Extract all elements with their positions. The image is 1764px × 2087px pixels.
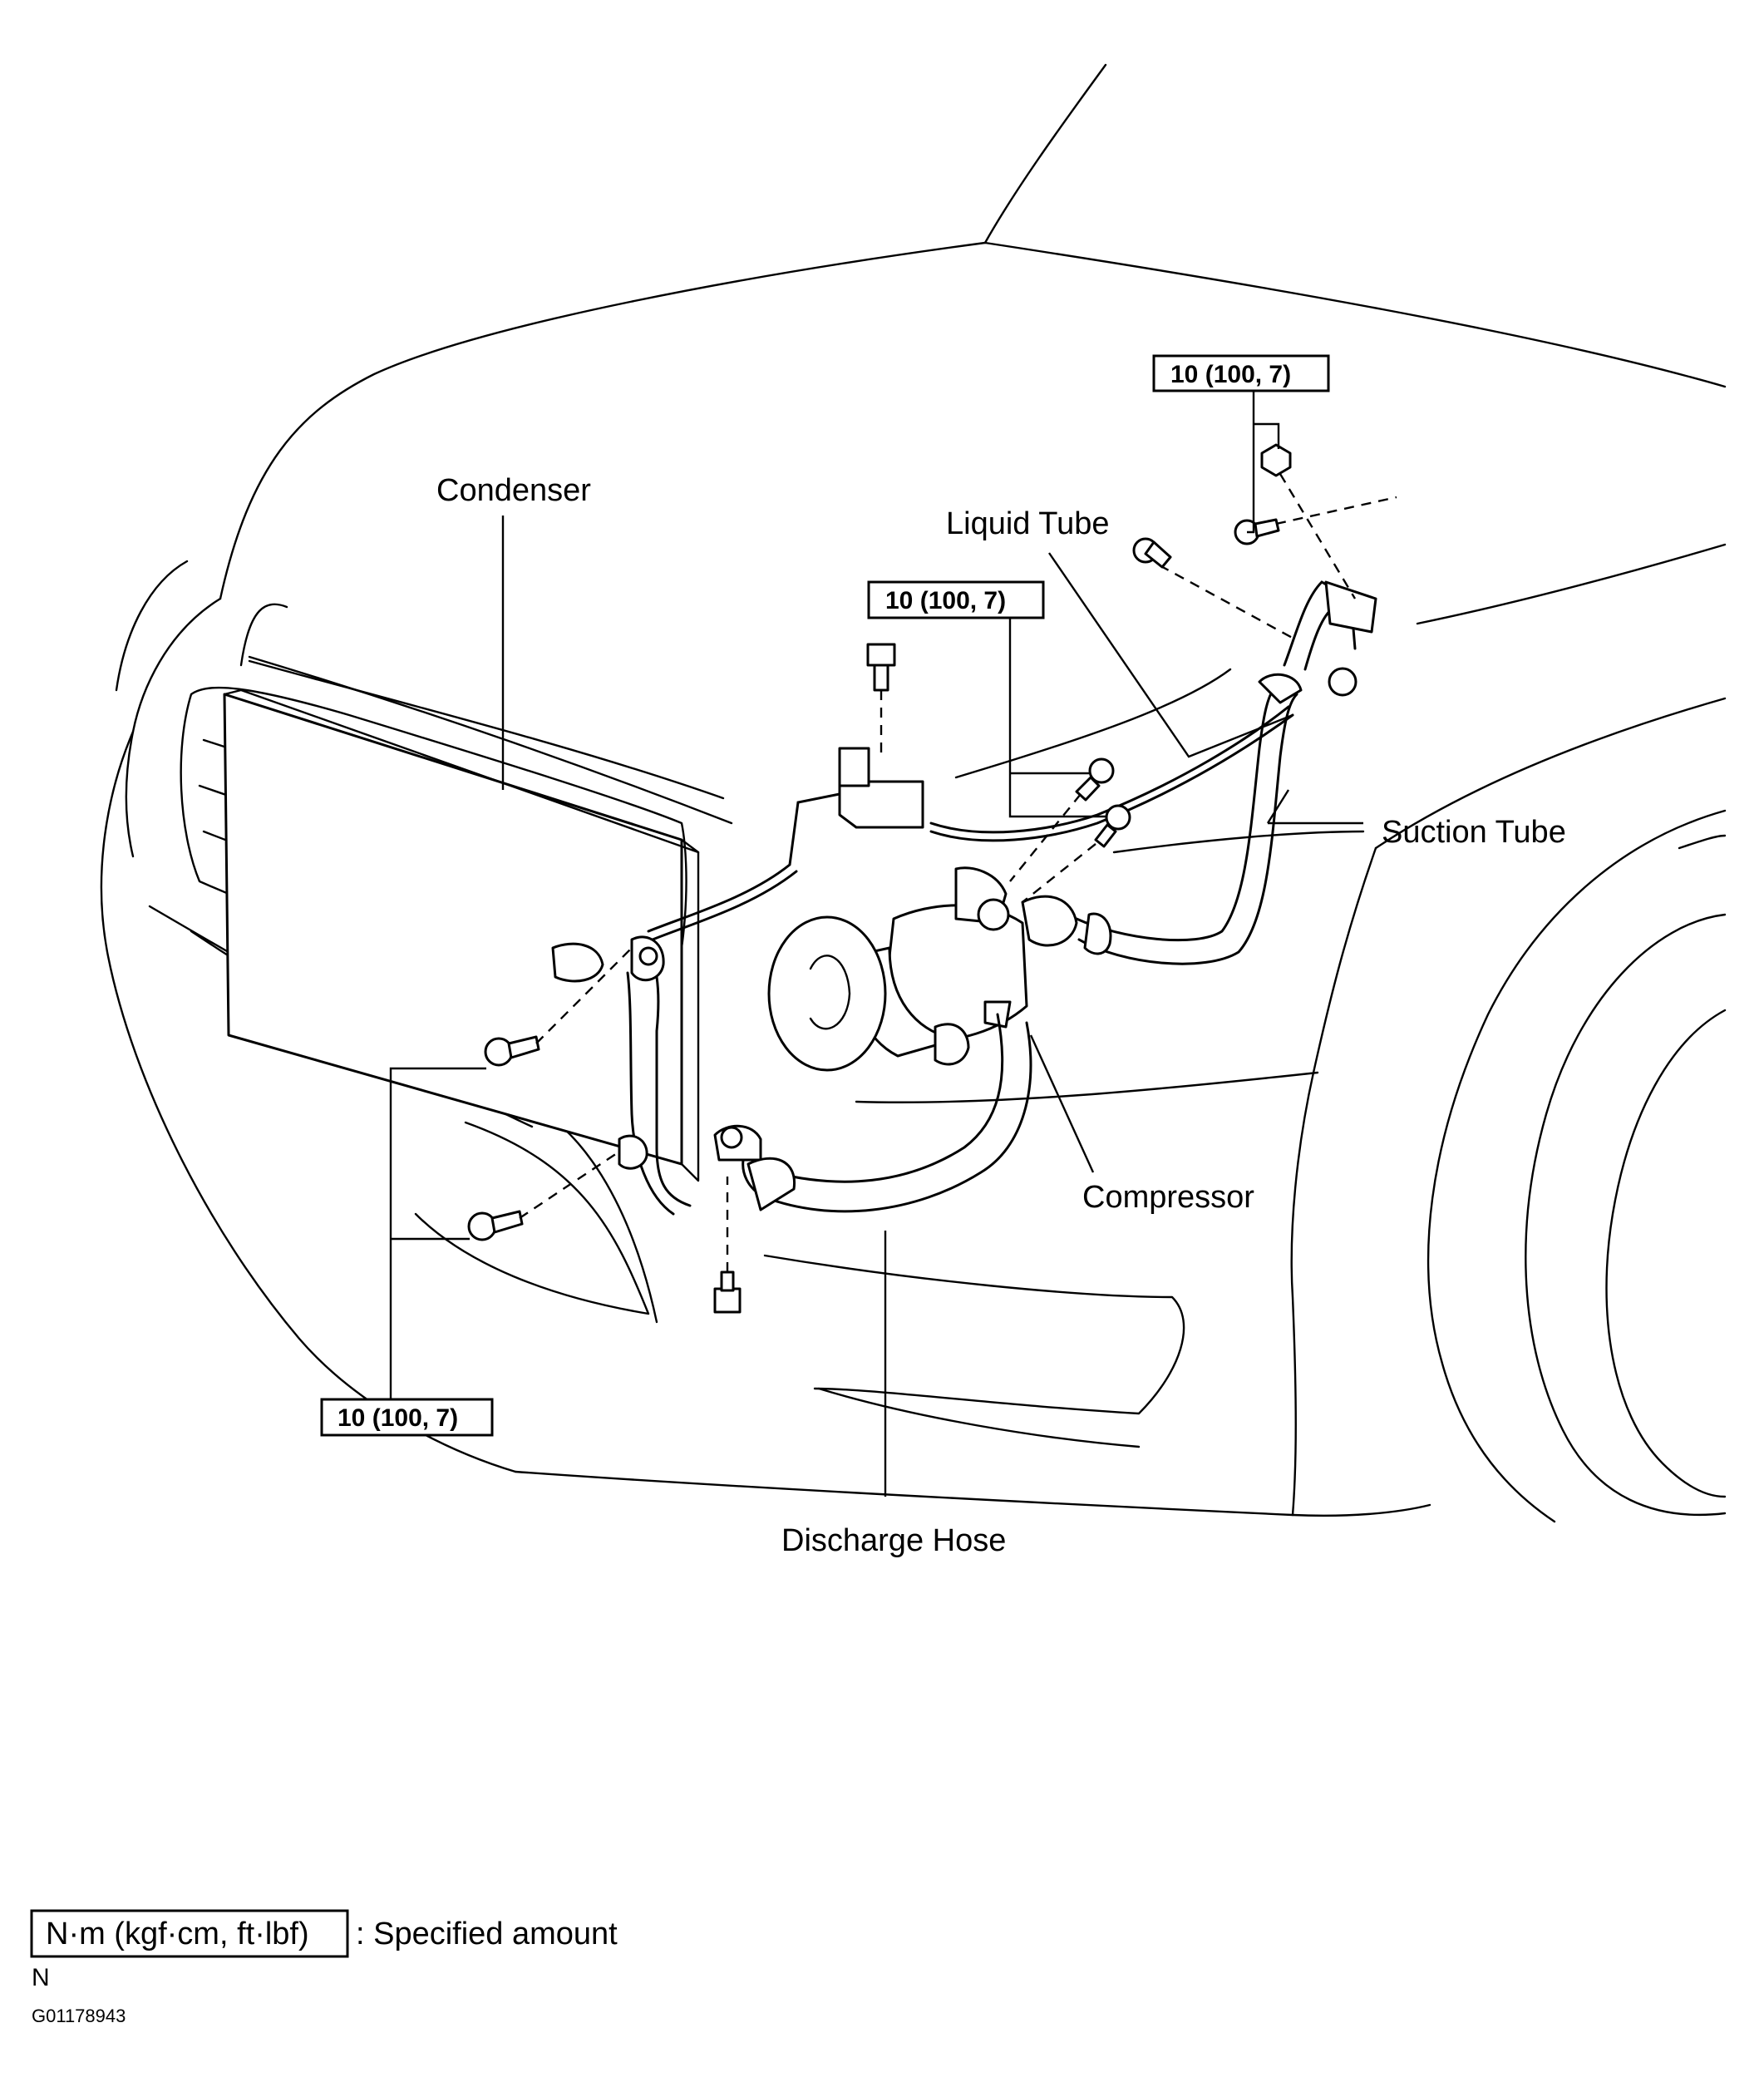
legend-unit: N·m (kgf·cm, ft·lbf) — [46, 1917, 309, 1951]
label-liquid-tube: Liquid Tube — [946, 506, 1110, 541]
leader-lines — [389, 391, 1363, 1497]
bolts — [467, 443, 1292, 1314]
legend: N·m (kgf·cm, ft·lbf) : Specified amount — [30, 1909, 618, 1958]
bolt-upper — [1132, 537, 1172, 569]
label-suction-tube: Suction Tube — [1382, 815, 1566, 850]
footer-mark: N — [32, 1964, 50, 1991]
condenser-pipe — [551, 935, 692, 1216]
footer-code: G01178943 — [32, 2006, 126, 2026]
torque-box-top-right: 10 (100, 7) — [1152, 354, 1330, 392]
torque-value: 10 (100, 7) — [1170, 361, 1291, 388]
bolt-liquid-tube — [866, 643, 896, 692]
bolt-nut-top — [1260, 443, 1292, 477]
bolt-compressor-2 — [1094, 804, 1131, 848]
condenser — [223, 655, 733, 1182]
torque-value: 10 (100, 7) — [338, 1404, 458, 1432]
label-discharge-hose: Discharge Hose — [781, 1523, 1006, 1558]
compressor-pulley — [767, 915, 887, 1072]
torque-value: 10 (100, 7) — [885, 587, 1006, 614]
install-lines — [519, 473, 1397, 1272]
compressor — [767, 866, 1078, 1072]
bolt-compressor-1 — [1075, 757, 1115, 802]
liquid-tube — [647, 705, 1294, 941]
bolt-top-right — [1234, 518, 1280, 545]
bolt-condenser-upper — [484, 1035, 540, 1067]
suction-tube — [1075, 580, 1377, 965]
label-condenser: Condenser — [436, 473, 591, 508]
label-compressor: Compressor — [1082, 1180, 1254, 1215]
torque-box-bottom-left: 10 (100, 7) — [320, 1398, 494, 1437]
bolt-discharge-hose — [713, 1270, 742, 1314]
bolt-condenser-lower — [467, 1210, 524, 1241]
torque-box-middle: 10 (100, 7) — [867, 580, 1045, 619]
discharge-hose — [713, 1013, 1032, 1213]
legend-description: : Specified amount — [356, 1917, 618, 1951]
